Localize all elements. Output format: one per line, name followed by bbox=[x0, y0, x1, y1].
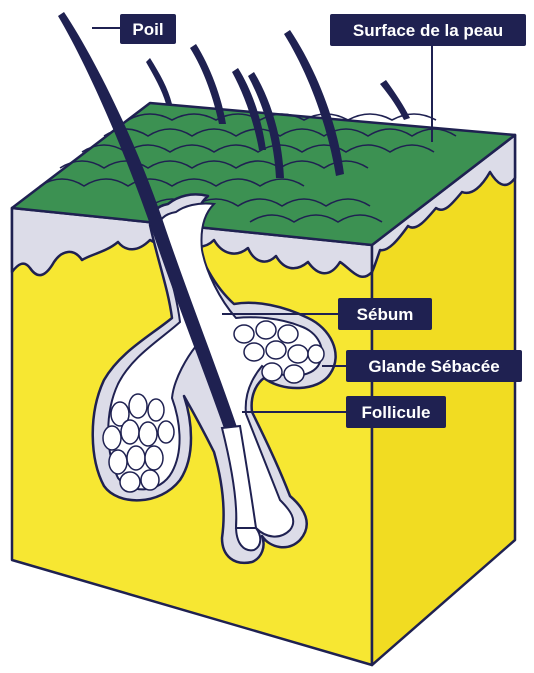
label-poil: Poil bbox=[120, 14, 176, 44]
label-follicule: Follicule bbox=[346, 396, 446, 428]
label-surface: Surface de la peau bbox=[330, 14, 526, 46]
label-glande-text: Glande Sébacée bbox=[368, 357, 499, 376]
label-glande: Glande Sébacée bbox=[346, 350, 522, 382]
label-surface-text: Surface de la peau bbox=[353, 21, 503, 40]
label-poil-text: Poil bbox=[132, 20, 163, 39]
label-follicule-text: Follicule bbox=[362, 403, 431, 422]
label-sebum-text: Sébum bbox=[357, 305, 414, 324]
label-sebum: Sébum bbox=[338, 298, 432, 330]
